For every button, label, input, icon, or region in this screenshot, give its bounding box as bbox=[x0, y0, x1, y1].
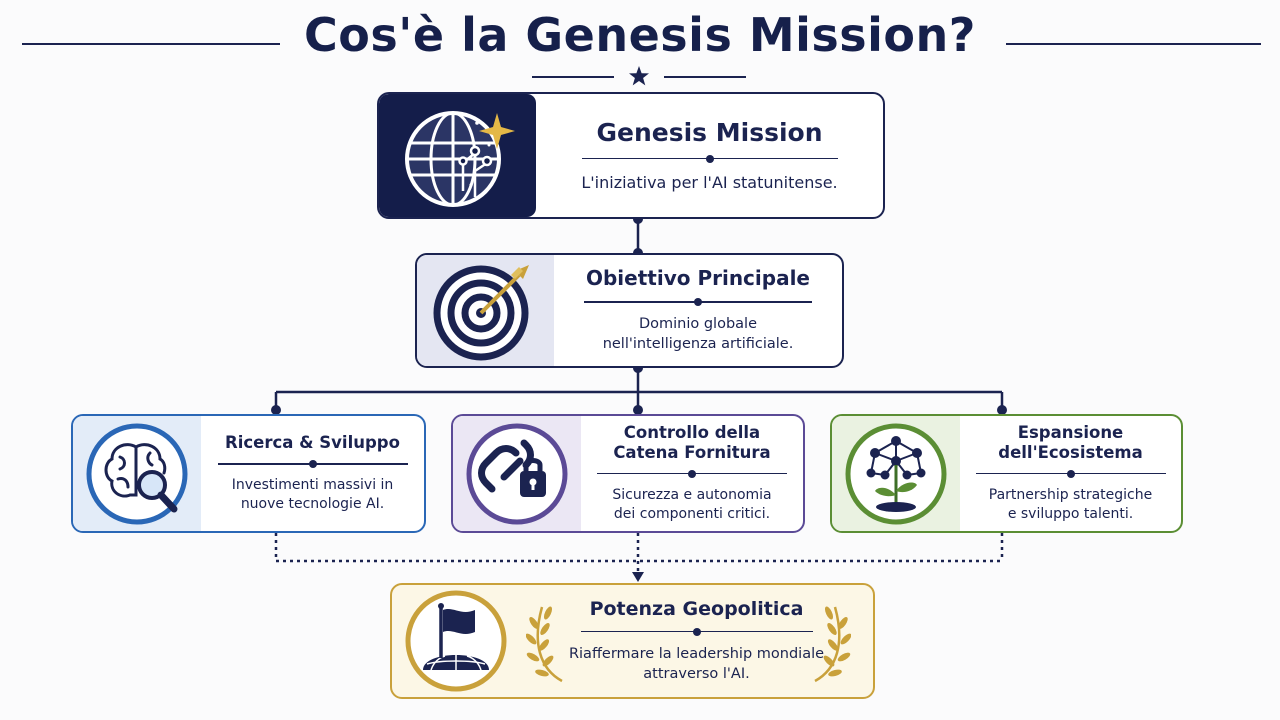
ricerca-heading: Ricerca & Sviluppo bbox=[225, 433, 400, 453]
chain-lock-icon bbox=[466, 423, 568, 524]
ricerca-divider bbox=[217, 459, 408, 469]
potenza-description: Riaffermare la leadership mondiale attra… bbox=[569, 645, 824, 684]
potenza-heading: Potenza Geopolitica bbox=[589, 597, 804, 620]
obiettivo-description: Dominio globale nell'intelligenza artifi… bbox=[603, 315, 794, 354]
potenza-divider bbox=[580, 627, 813, 637]
node-obiettivo-principale: Obiettivo Principale Dominio globale nel… bbox=[415, 253, 844, 368]
catena-heading-line2: Catena Fornitura bbox=[613, 443, 771, 463]
potenza-text: Potenza Geopolitica Riaffermare la leade… bbox=[520, 585, 873, 697]
obiettivo-divider bbox=[584, 297, 812, 307]
brain-magnifier-icon bbox=[86, 423, 188, 524]
ricerca-description-line2: nuove tecnologie AI. bbox=[240, 495, 385, 512]
laurel-left-icon bbox=[526, 606, 563, 683]
globe-circuit-star-icon bbox=[404, 110, 515, 207]
ecosistema-text: Espansione dell'Ecosistema Partnership s… bbox=[960, 416, 1181, 531]
ricerca-description-line1: Investimenti massivi in bbox=[231, 477, 394, 493]
obiettivo-description-line2: nell'intelligenza artificiale. bbox=[602, 336, 794, 352]
node-potenza-geopolitica: Potenza Geopolitica Riaffermare la leade… bbox=[390, 583, 875, 699]
page-title: Cos'è la Genesis Mission? bbox=[304, 8, 976, 62]
obiettivo-icon-panel bbox=[417, 255, 554, 366]
ecosistema-description-line2: e sviluppo talenti. bbox=[1007, 505, 1134, 522]
potenza-description-line2: attraverso l'AI. bbox=[643, 665, 750, 682]
genesis-divider bbox=[581, 154, 838, 164]
ecosistema-divider bbox=[975, 469, 1166, 479]
genesis-description: L'iniziativa per l'AI statunitense. bbox=[581, 172, 838, 192]
catena-heading-line1: Controllo della bbox=[623, 423, 761, 443]
ricerca-text: Ricerca & Sviluppo Investimenti massivi … bbox=[201, 416, 424, 531]
node-ricerca-sviluppo: Ricerca & Sviluppo Investimenti massivi … bbox=[71, 414, 426, 533]
ecosistema-heading: Espansione dell'Ecosistema bbox=[998, 423, 1142, 463]
title-rule-right bbox=[1006, 43, 1261, 45]
catena-description-line2: dei componenti critici. bbox=[613, 505, 771, 522]
catena-description-line1: Sicurezza e autonomia bbox=[612, 486, 772, 503]
catena-text: Controllo della Catena Fornitura Sicurez… bbox=[581, 416, 803, 531]
obiettivo-text: Obiettivo Principale Dominio globale nel… bbox=[554, 255, 842, 366]
target-arrow-icon bbox=[433, 264, 529, 360]
ecosistema-icon-panel bbox=[832, 416, 960, 531]
obiettivo-heading: Obiettivo Principale bbox=[585, 266, 810, 291]
star-icon bbox=[629, 66, 649, 86]
catena-heading: Controllo della Catena Fornitura bbox=[613, 423, 770, 463]
ricerca-description: Investimenti massivi in nuove tecnologie… bbox=[232, 476, 394, 514]
catena-icon-panel bbox=[453, 416, 581, 531]
node-genesis-mission: Genesis Mission L'iniziativa per l'AI st… bbox=[377, 92, 885, 219]
potenza-description-line1: Riaffermare la leadership mondiale bbox=[568, 645, 825, 662]
genesis-text: Genesis Mission L'iniziativa per l'AI st… bbox=[536, 94, 883, 217]
title-ornament-rule-left bbox=[532, 76, 614, 78]
title-ornament-rule-right bbox=[664, 76, 746, 78]
potenza-icon-panel bbox=[392, 585, 520, 697]
laurel-right-icon bbox=[814, 606, 851, 683]
catena-divider bbox=[597, 469, 787, 479]
ecosistema-heading-line2: dell'Ecosistema bbox=[998, 443, 1143, 463]
network-plant-icon bbox=[845, 423, 947, 524]
catena-description: Sicurezza e autonomia dei componenti cri… bbox=[612, 486, 771, 524]
flag-globe-icon bbox=[405, 590, 507, 692]
ecosistema-description-line1: Partnership strategiche bbox=[988, 486, 1153, 503]
genesis-icon-panel bbox=[379, 94, 536, 217]
ecosistema-heading-line1: Espansione bbox=[1017, 423, 1124, 443]
genesis-heading: Genesis Mission bbox=[596, 117, 823, 147]
obiettivo-description-line1: Dominio globale bbox=[638, 316, 758, 333]
ecosistema-description: Partnership strategiche e sviluppo talen… bbox=[989, 486, 1152, 524]
ricerca-icon-panel bbox=[73, 416, 201, 531]
node-espansione-ecosistema: Espansione dell'Ecosistema Partnership s… bbox=[830, 414, 1183, 533]
node-catena-fornitura: Controllo della Catena Fornitura Sicurez… bbox=[451, 414, 805, 533]
title-rule-left bbox=[22, 43, 280, 45]
